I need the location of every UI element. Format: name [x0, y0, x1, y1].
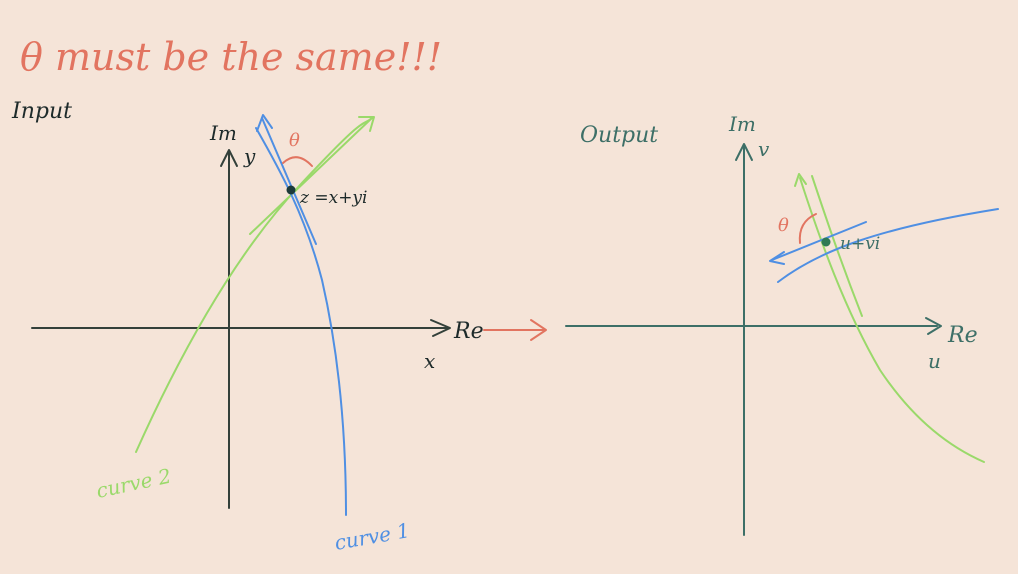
output-real-axis-arrowhead — [925, 317, 942, 335]
input-label: Input — [11, 99, 72, 124]
output-curve-blue-arrowhead — [769, 251, 785, 265]
output-axis-u-label: u — [928, 349, 941, 373]
output-curve-green — [799, 177, 985, 463]
output-axis-im-label: Im — [728, 112, 756, 136]
mapping-arrow — [483, 319, 547, 341]
input-curve-1-tangent — [261, 117, 317, 245]
input-imag-axis-arrowhead — [220, 149, 238, 167]
input-curve-1-label: curve 1 — [333, 518, 412, 555]
output-imag-axis-arrowhead — [735, 143, 753, 161]
input-point-label: z =x+yi — [299, 188, 367, 208]
input-real-axis-arrowhead — [430, 319, 451, 337]
input-axes — [31, 149, 451, 509]
output-angle-arc — [798, 213, 817, 244]
output-angle-theta: θ — [778, 215, 789, 236]
output-point — [821, 237, 831, 247]
output-curve-blue-tangent — [771, 221, 867, 261]
mapping-arrow-head — [530, 319, 547, 341]
input-curve-1 — [255, 127, 347, 516]
input-axis-x-label: x — [424, 349, 435, 373]
input-curve-2-tangent-arrowhead — [358, 116, 375, 132]
input-curve-2 — [135, 117, 373, 453]
output-point-label: u+vi — [840, 234, 880, 254]
input-curve-1-tangent-arrowhead — [256, 114, 273, 132]
output-axis-re-label: Re — [947, 323, 978, 348]
input-curve-2-tangent — [249, 117, 373, 235]
input-axis-im-label: Im — [209, 121, 237, 145]
input-curve-2-label: curve 2 — [94, 464, 173, 503]
output-curve-blue — [777, 208, 999, 283]
input-point-z — [286, 185, 296, 195]
output-axes — [565, 143, 942, 536]
title-text: θ must be the same!!! — [20, 35, 442, 79]
output-label: Output — [580, 123, 658, 148]
output-curve-green-arrowhead — [794, 173, 807, 187]
output-axis-v-label: v — [758, 137, 770, 161]
input-angle-theta: θ — [289, 130, 300, 151]
input-axis-y-label: y — [243, 144, 256, 168]
input-axis-re-label: Re — [453, 319, 484, 344]
output-curve-green-tangent — [811, 175, 863, 317]
input-angle-arc — [282, 156, 313, 167]
